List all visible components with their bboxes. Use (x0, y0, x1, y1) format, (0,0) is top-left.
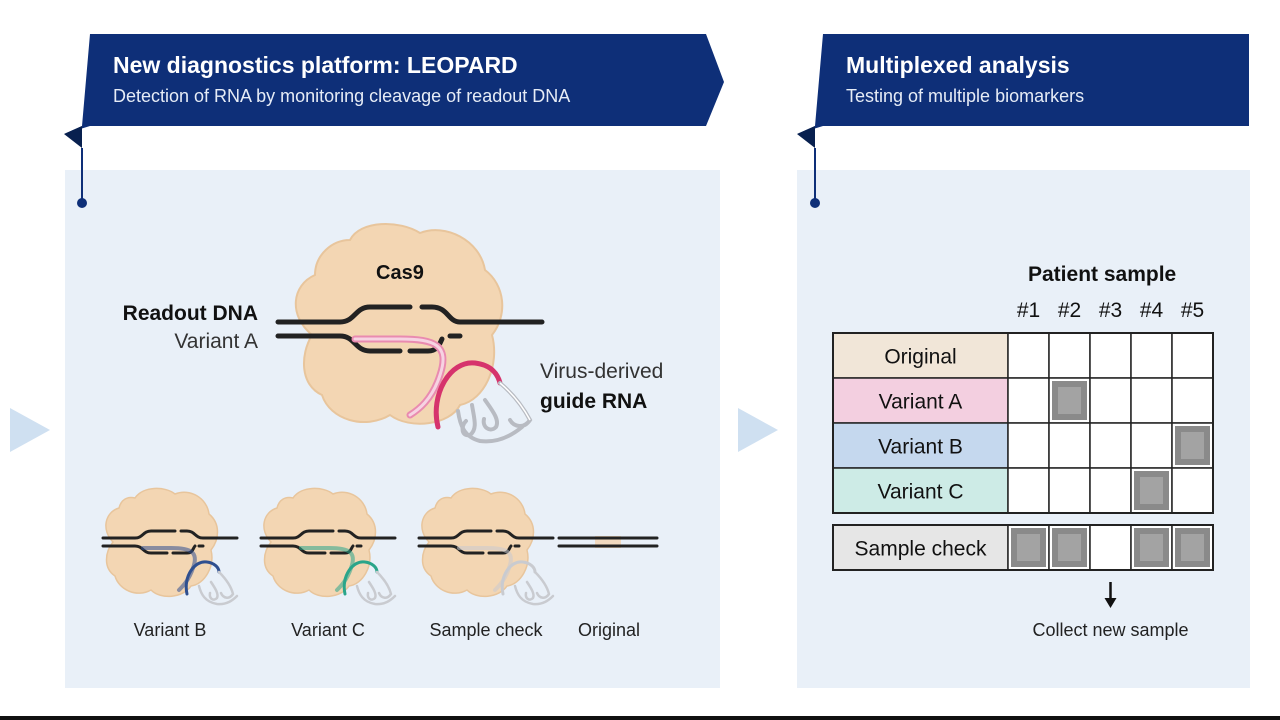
small-complex-label: Variant C (291, 620, 365, 640)
cas9-protein-blob (105, 487, 219, 598)
detected-cell-highlight (1058, 534, 1081, 561)
cas9-label: Cas9 (376, 262, 424, 284)
guide-scaffold (513, 570, 555, 606)
table-cell (1130, 332, 1173, 379)
guide-rna (299, 546, 379, 596)
uncut-dna-strands (557, 536, 659, 548)
table-title: Patient sample (1028, 263, 1176, 286)
detected-cell-highlight (1181, 432, 1204, 459)
column-header: #3 (1099, 299, 1122, 322)
readout-dna-label: Readout DNA (123, 302, 258, 325)
table-cell (1089, 524, 1132, 571)
column-header: #5 (1181, 299, 1204, 322)
table-cell (1007, 467, 1050, 514)
table-row: Variant A (832, 377, 1214, 424)
collect-new-sample-note: Collect new sample (1032, 620, 1188, 640)
table-cell (1007, 377, 1050, 424)
flow-arrow-left (10, 408, 50, 452)
left-banner-title: New diagnostics platform: LEOPARD (113, 52, 518, 78)
detected-cell-highlight (1140, 477, 1163, 504)
detected-cell-highlight (1058, 387, 1081, 414)
table-row: Variant B (832, 422, 1214, 469)
row-label: Sample check (855, 538, 987, 561)
small-complex-label: Variant B (134, 620, 207, 640)
table-cell (1171, 467, 1214, 514)
bottom-border (0, 716, 1280, 720)
table-cell (1089, 422, 1132, 469)
uncut-dna-label: Original (578, 620, 640, 640)
row-label-cell (832, 422, 1009, 469)
table-row: Original (832, 332, 1214, 379)
left-banner (64, 34, 724, 208)
table-cell (1130, 377, 1173, 424)
cas9-main-illustration: Cas9 (275, 223, 545, 444)
left-banner-subtitle: Detection of RNA by monitoring cleavage … (113, 86, 571, 106)
guide-label-line2: guide RNA (540, 390, 647, 413)
column-header: #2 (1058, 299, 1081, 322)
variant-a-label: Variant A (174, 330, 258, 353)
guide-rna (457, 546, 537, 596)
sample-check-row: Sample check (832, 524, 1214, 571)
table-cell (1171, 332, 1214, 379)
right-banner-subtitle: Testing of multiple biomarkers (846, 86, 1085, 106)
patient-sample-table: Patient sample #1 #2 #3 #4 #5OriginalVariant … (832, 263, 1214, 640)
table-cell (1048, 422, 1091, 469)
cas9-protein-blob (263, 487, 377, 598)
table-cell (1007, 332, 1050, 379)
small-complexes-row: Variant B Variant C Sample check Original (101, 487, 659, 640)
small-complex: Sample check (417, 487, 555, 640)
down-arrow-icon (1104, 598, 1117, 608)
detected-cell-highlight (1017, 534, 1040, 561)
table-cell (1007, 422, 1050, 469)
check-row-outline (832, 524, 1214, 571)
detected-cell-highlight (1181, 534, 1204, 561)
table-row: Variant C (832, 467, 1214, 514)
table-cell (1048, 332, 1091, 379)
guide-labels: Virus-derived guide RNA (540, 360, 663, 413)
small-complex: Variant C (259, 487, 397, 640)
row-label: Variant C (878, 481, 964, 504)
guide-rna-pink (351, 335, 503, 430)
table-outline (832, 332, 1214, 514)
row-label-cell (832, 467, 1009, 514)
guide-label-line1: Virus-derived (540, 360, 663, 383)
row-label: Original (884, 346, 956, 369)
flow-arrow-middle (738, 408, 778, 452)
small-complex: Variant B (101, 487, 239, 640)
column-header: #4 (1140, 299, 1164, 322)
guide-rna-scaffold-inner (499, 382, 531, 421)
guide-scaffold (355, 570, 397, 606)
cas9-protein-blob (421, 487, 535, 598)
table-cell (1089, 377, 1132, 424)
table-cell (1089, 332, 1132, 379)
table-cell (1171, 377, 1214, 424)
uncut-dna: Original (557, 536, 659, 640)
table-cell (1089, 467, 1132, 514)
small-complex-label: Sample check (429, 620, 543, 640)
table-cell (1130, 422, 1173, 469)
detected-cell-highlight (1140, 534, 1163, 561)
right-banner (797, 34, 1249, 208)
table-cell (1048, 467, 1091, 514)
main-labels: Readout DNA Variant A (123, 302, 258, 353)
guide-scaffold (197, 570, 239, 606)
column-header: #1 (1017, 299, 1040, 322)
right-banner-title: Multiplexed analysis (846, 52, 1070, 78)
guide-rna (141, 546, 221, 596)
row-label: Variant A (879, 391, 963, 414)
row-label: Variant B (878, 436, 963, 459)
